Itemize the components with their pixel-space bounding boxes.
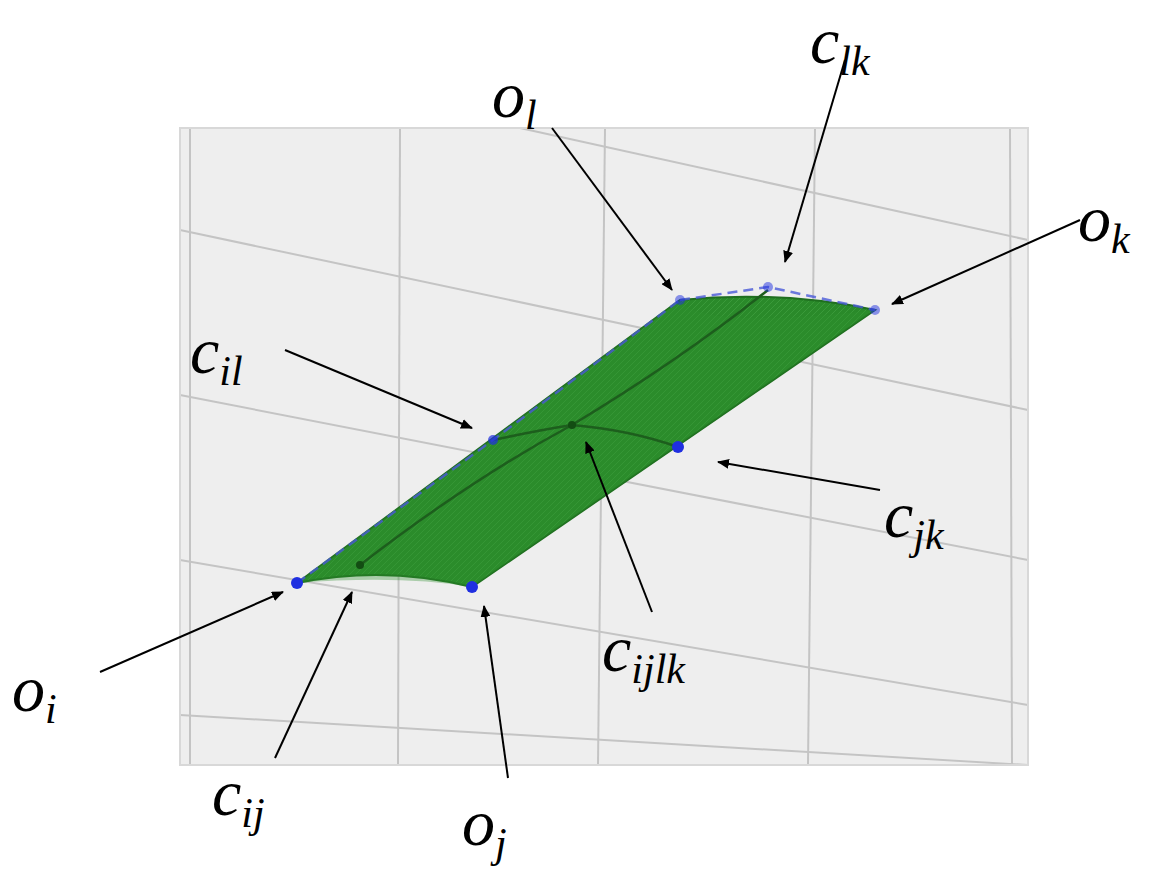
point-label: ol (492, 62, 537, 136)
point-label: cij (212, 760, 265, 834)
point-label: ok (1078, 186, 1130, 260)
leader-arrows (100, 60, 1080, 778)
point-label: clk (810, 8, 870, 82)
grid-lines (180, 128, 1028, 765)
point-label: cijlk (602, 616, 685, 690)
point-label: cjk (884, 482, 944, 556)
control-polygon (297, 287, 875, 583)
isocurves (360, 290, 768, 565)
point-label: cil (190, 318, 243, 392)
green-surface (297, 297, 875, 587)
point-label: oi (12, 656, 57, 730)
control-points (291, 282, 880, 593)
plot-background (180, 128, 1028, 765)
point-label: oj (462, 790, 507, 864)
